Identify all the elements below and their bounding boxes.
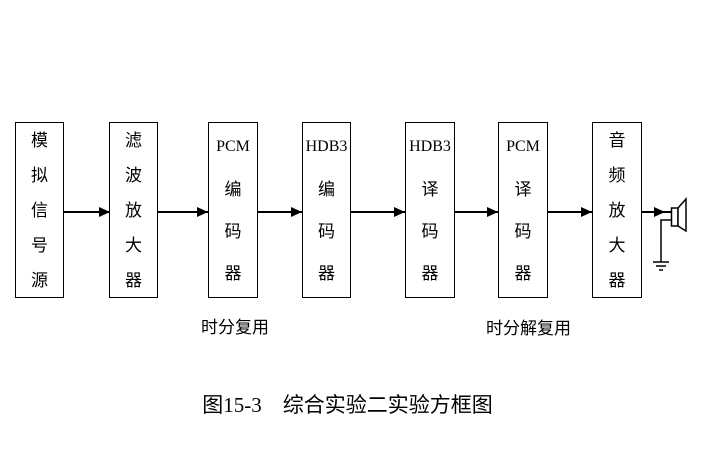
tdm-demux-label: 时分解复用 [486,319,571,338]
block-text: 器 [608,270,626,290]
block-text: 模 [31,130,48,150]
block-hdb3-decoder: HDB3 译 码 器 [405,122,455,298]
arrow-right-icon [351,211,405,213]
block-text: 器 [514,263,532,283]
block-analog-signal-source: 模 拟 信 号 源 [15,122,64,298]
block-text: 编 [318,179,335,199]
block-text: 译 [514,179,532,199]
arrow-right-icon [64,211,110,213]
block-text: 波 [125,165,142,185]
block-text: 器 [224,263,242,283]
arrow-right-icon [258,211,302,213]
tdm-label: 时分复用 [201,318,269,337]
arrow-right-icon [642,207,672,217]
block-text: HDB3 [409,137,451,155]
block-text: 码 [421,221,439,241]
block-text: HDB3 [305,137,348,155]
arrow-right-icon [158,211,208,213]
arrow-right-icon [455,211,498,213]
block-text: 大 [608,235,626,255]
block-filter-amplifier: 滤 波 放 大 器 [109,122,158,298]
block-text: 音 [608,130,626,150]
block-text: PCM [216,137,250,155]
block-text: 拟 [31,165,48,185]
block-pcm-encoder: PCM 编 码 器 [208,122,258,298]
block-text: 大 [125,235,142,255]
block-text: 频 [608,165,626,185]
figure-caption: 图15-3 综合实验二实验方框图 [202,393,493,417]
block-text: 放 [608,200,626,220]
block-text: 译 [421,179,439,199]
block-audio-amplifier: 音 频 放 大 器 [592,122,642,298]
block-text: 信 [31,200,48,220]
arrow-right-icon [548,211,592,213]
block-text: 器 [318,263,335,283]
block-text: 码 [318,221,335,241]
block-hdb3-encoder: HDB3 编 码 器 [302,122,351,298]
block-text: PCM [506,137,540,155]
block-pcm-decoder: PCM 译 码 器 [498,122,548,298]
block-text: 器 [125,270,142,290]
block-text: 器 [421,263,439,283]
block-text: 号 [31,235,48,255]
ground-icon [653,219,672,271]
speaker-icon [670,197,687,233]
block-text: 码 [514,221,532,241]
block-text: 编 [224,179,242,199]
block-text: 滤 [125,130,142,150]
speaker-output-group [642,197,687,271]
block-text: 源 [31,270,48,290]
block-text: 放 [125,200,142,220]
block-text: 码 [224,221,242,241]
